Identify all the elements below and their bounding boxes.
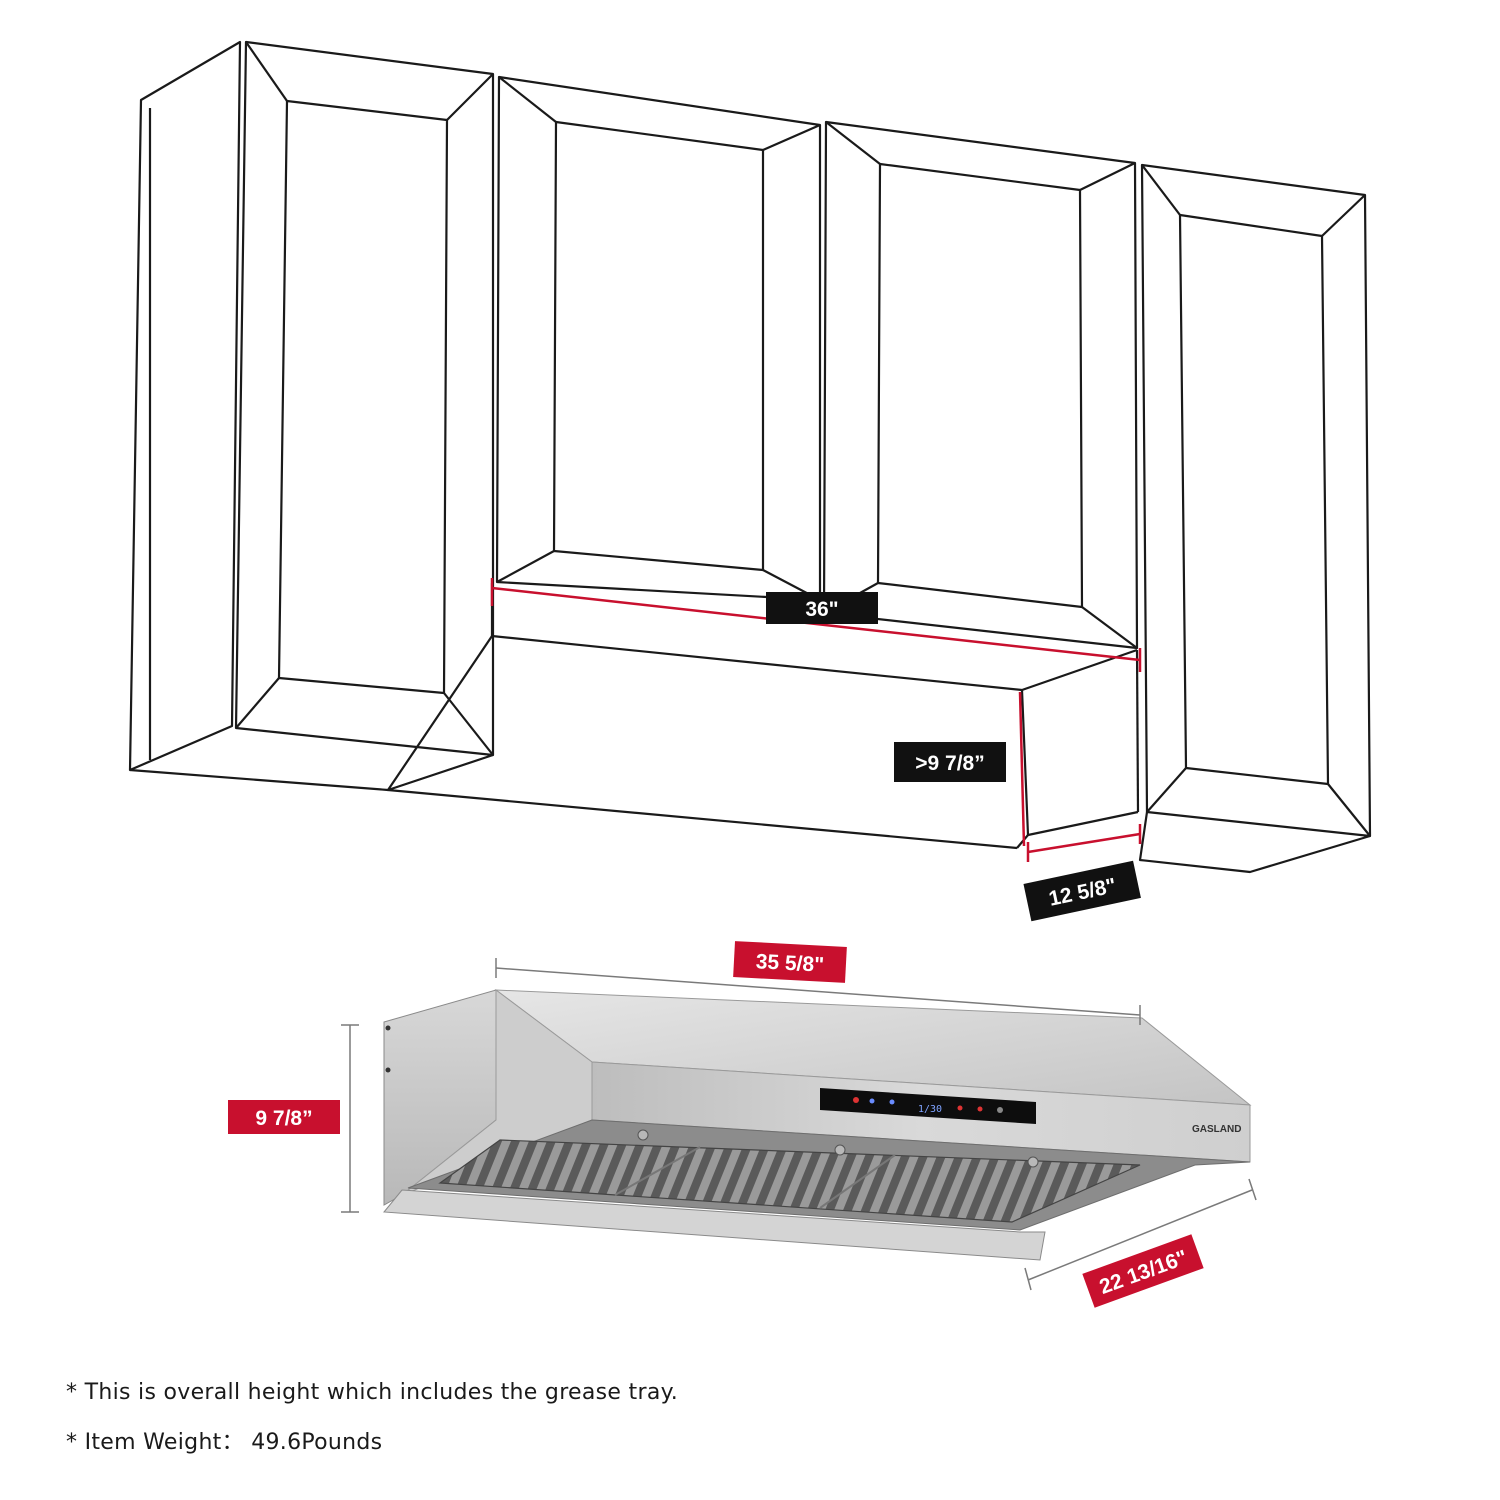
cabinet-width-text: 36" [805, 598, 838, 621]
upper-cabinet-right [822, 120, 1139, 650]
baffle-filters [438, 1139, 1141, 1223]
grease-tray [383, 1189, 1046, 1261]
hood-height-label: 9 7/8” [228, 1100, 340, 1134]
weight-note: * Item Weight： 49.6Pounds [66, 1430, 383, 1455]
left-cabinet [128, 40, 495, 792]
hood-width-label: 35 5/8" [733, 941, 847, 983]
upper-cabinet-left [495, 75, 822, 602]
display-readout: 1/30 [918, 1104, 942, 1115]
height-note: * This is overall height which includes … [66, 1380, 679, 1405]
dimension-label-gap-height: >9 7/8” [894, 742, 1006, 782]
dimension-label-36: 36" [766, 592, 878, 624]
hood-depth-label: 22 13/16" [1082, 1234, 1204, 1308]
hood-dimension-lines [341, 958, 1257, 1291]
hood-width-text: 35 5/8" [755, 950, 824, 977]
hood-box [386, 583, 1140, 850]
range-hood: 1/30 GASLAND [383, 989, 1252, 1261]
cabinet-gap-height-text: >9 7/8” [915, 752, 984, 775]
brand-logo: GASLAND [1192, 1124, 1241, 1135]
hood-height-text: 9 7/8” [255, 1107, 312, 1130]
cabinet-drawing [128, 40, 1372, 874]
right-cabinet [1138, 163, 1372, 874]
control-panel[interactable]: 1/30 [820, 1088, 1036, 1124]
dimension-label-depth: 12 5/8" [1023, 860, 1141, 922]
